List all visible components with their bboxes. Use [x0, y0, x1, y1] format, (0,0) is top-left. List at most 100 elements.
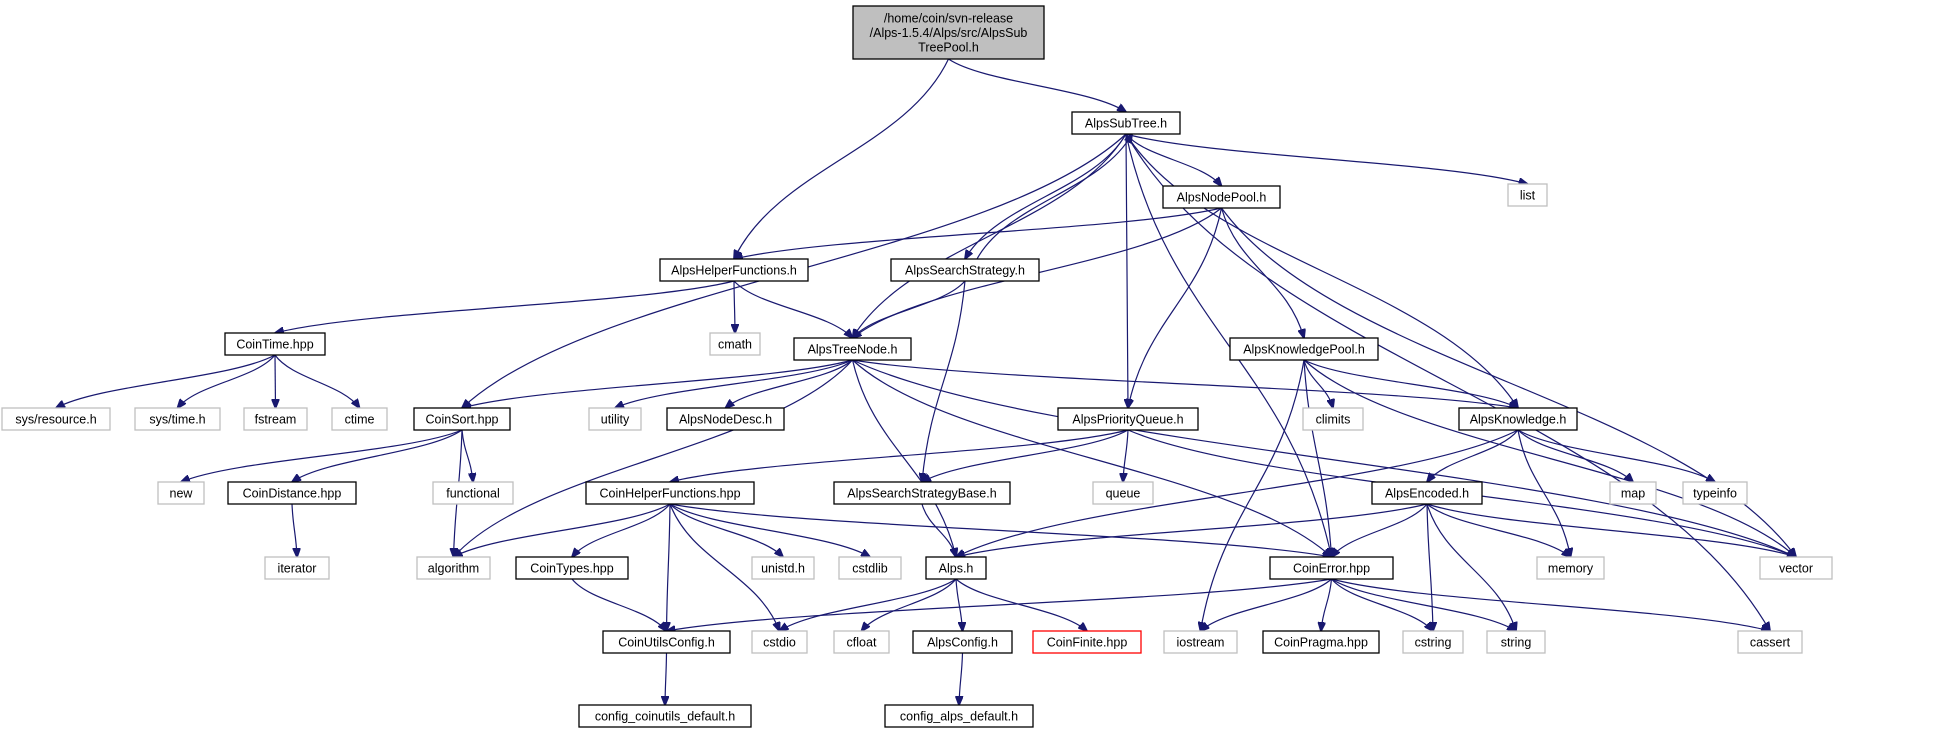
edge-coin-helper-functions-to-coin-types	[572, 503, 671, 557]
node-coin-pragma[interactable]: CoinPragma.hpp	[1262, 630, 1380, 654]
node-coin-utils-config[interactable]: CoinUtilsConfig.h	[602, 630, 731, 654]
node-label: CoinTypes.hpp	[530, 561, 613, 575]
edge-alps-knowledge-to-alps-encoded	[1427, 429, 1519, 482]
node-box	[751, 630, 808, 654]
node-box	[709, 332, 761, 356]
node-coin-distance[interactable]: CoinDistance.hpp	[227, 481, 357, 505]
node-box	[751, 556, 815, 580]
node-box	[890, 258, 1040, 282]
node-box	[833, 630, 890, 654]
node-coin-error[interactable]: CoinError.hpp	[1269, 556, 1394, 580]
node-coin-helper-functions[interactable]: CoinHelperFunctions.hpp	[585, 481, 755, 505]
node-alps[interactable]: Alps.h	[925, 556, 987, 580]
node-memory: memory	[1536, 556, 1605, 580]
node-config-alps-default[interactable]: config_alps_default.h	[884, 704, 1034, 728]
node-string: string	[1486, 630, 1546, 654]
node-label: AlpsTreeNode.h	[808, 342, 898, 356]
node-coin-sort[interactable]: CoinSort.hpp	[413, 407, 511, 431]
edge-alps-helper-functions-to-coin-time	[275, 280, 735, 333]
node-box	[1507, 183, 1548, 207]
node-label: AlpsKnowledgePool.h	[1243, 342, 1365, 356]
node-alps-tree-node[interactable]: AlpsTreeNode.h	[793, 337, 912, 361]
node-label: vector	[1779, 561, 1813, 575]
node-label: queue	[1106, 486, 1141, 500]
node-label: fstream	[255, 412, 297, 426]
node-queue: queue	[1092, 481, 1154, 505]
node-alps-knowledge[interactable]: AlpsKnowledge.h	[1458, 407, 1578, 431]
edge-root-to-alps-helper-functions	[734, 58, 950, 259]
node-alps-config[interactable]: AlpsConfig.h	[912, 630, 1013, 654]
node-alps-knowledge-pool[interactable]: AlpsKnowledgePool.h	[1229, 337, 1379, 361]
node-box	[1269, 556, 1394, 580]
node-box	[1071, 111, 1181, 135]
node-label: iostream	[1177, 635, 1225, 649]
node-box	[1032, 630, 1142, 654]
node-coin-time[interactable]: CoinTime.hpp	[224, 332, 326, 356]
node-fstream: fstream	[243, 407, 308, 431]
node-box	[243, 407, 308, 431]
node-box	[227, 481, 357, 505]
node-alps-sub-tree[interactable]: AlpsSubTree.h	[1071, 111, 1181, 135]
node-sysresource: sys/resource.h	[1, 407, 111, 431]
node-ctime: ctime	[331, 407, 388, 431]
edge-alps-knowledge-pool-to-iostream	[1201, 359, 1305, 631]
node-label: AlpsKnowledge.h	[1470, 412, 1567, 426]
edge-alps-encoded-to-memory	[1426, 503, 1571, 557]
node-unistd: unistd.h	[751, 556, 815, 580]
node-box	[432, 481, 514, 505]
node-box	[1302, 407, 1364, 431]
node-box	[912, 630, 1013, 654]
edge-alps-sub-tree-to-list	[1125, 133, 1528, 184]
node-coin-types[interactable]: CoinTypes.hpp	[515, 556, 629, 580]
node-box	[1, 407, 111, 431]
edge-alps-encoded-to-string	[1426, 503, 1516, 631]
node-alps-node-desc[interactable]: AlpsNodeDesc.h	[666, 407, 785, 431]
node-label: memory	[1548, 561, 1594, 575]
node-box	[1458, 407, 1578, 431]
node-alps-search-strategy[interactable]: AlpsSearchStrategy.h	[890, 258, 1040, 282]
node-alps-node-pool[interactable]: AlpsNodePool.h	[1162, 185, 1281, 209]
node-functional: functional	[432, 481, 514, 505]
node-box	[838, 556, 902, 580]
node-label: cassert	[1750, 635, 1791, 649]
edge-coin-time-to-systime	[178, 354, 276, 408]
edge-coin-helper-functions-to-coin-utils-config	[667, 503, 671, 631]
node-typeinfo: typeinfo	[1682, 481, 1748, 505]
edge-alps-sub-tree-to-alps-knowledge	[1125, 133, 1518, 408]
edge-coin-helper-functions-to-coin-error	[669, 503, 1332, 557]
edge-alps-node-pool-to-alps-priority-queue	[1128, 207, 1223, 408]
node-alps-search-strategy-base[interactable]: AlpsSearchStrategyBase.h	[833, 481, 1011, 505]
node-box	[602, 630, 731, 654]
edge-alps-encoded-to-cstring	[1426, 503, 1433, 631]
node-label: CoinTime.hpp	[236, 337, 313, 351]
edge-coin-sort-to-functional	[461, 429, 473, 482]
node-label: config_alps_default.h	[900, 709, 1018, 723]
edge-alps-encoded-to-coin-error	[1332, 503, 1428, 557]
node-coin-finite[interactable]: CoinFinite.hpp	[1032, 630, 1142, 654]
node-label: AlpsPriorityQueue.h	[1072, 412, 1183, 426]
edge-alps-knowledge-to-memory	[1517, 429, 1571, 557]
node-config-coinutils-default[interactable]: config_coinutils_default.h	[578, 704, 752, 728]
node-label: AlpsEncoded.h	[1385, 486, 1469, 500]
node-alps-helper-functions[interactable]: AlpsHelperFunctions.h	[659, 258, 809, 282]
node-iterator: iterator	[264, 556, 330, 580]
edge-coin-sort-to-coin-distance	[292, 429, 463, 482]
node-label: new	[170, 486, 194, 500]
node-cassert: cassert	[1737, 630, 1803, 654]
node-label: map	[1621, 486, 1645, 500]
edge-alps-priority-queue-to-queue	[1123, 429, 1129, 482]
node-box	[833, 481, 1011, 505]
node-label: CoinFinite.hpp	[1047, 635, 1128, 649]
node-cmath: cmath	[709, 332, 761, 356]
node-box	[134, 407, 221, 431]
node-label: cstdio	[763, 635, 796, 649]
node-alps-priority-queue[interactable]: AlpsPriorityQueue.h	[1057, 407, 1199, 431]
edge-root-to-alps-sub-tree	[948, 58, 1127, 112]
node-box	[852, 5, 1045, 60]
edge-alps-sub-tree-to-alps-node-pool	[1125, 133, 1222, 186]
node-root[interactable]: /home/coin/svn-release/Alps-1.5.4/Alps/s…	[852, 5, 1045, 60]
node-box	[884, 704, 1034, 728]
node-label: CoinDistance.hpp	[243, 486, 342, 500]
node-alps-encoded[interactable]: AlpsEncoded.h	[1371, 481, 1483, 505]
node-label: CoinError.hpp	[1293, 561, 1370, 575]
